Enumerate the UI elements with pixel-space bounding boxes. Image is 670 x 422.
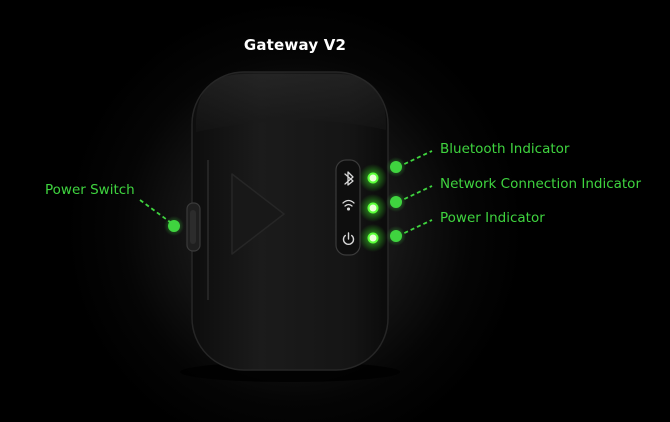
device-top-sheen — [196, 74, 386, 132]
led-bluetooth — [359, 164, 387, 192]
power-indicator-label: Power Indicator — [440, 210, 545, 226]
power-switch-knob — [190, 210, 196, 244]
power-switch-label: Power Switch — [45, 182, 135, 198]
callout-power-indicator — [386, 219, 433, 246]
led-power — [359, 224, 387, 252]
callout-network — [386, 185, 433, 212]
callout-power-switch — [139, 199, 184, 236]
network-indicator-label: Network Connection Indicator — [440, 176, 641, 192]
wifi-icon — [342, 199, 355, 211]
callout-bluetooth — [386, 150, 433, 177]
led-network — [359, 194, 387, 222]
bluetooth-indicator-label: Bluetooth Indicator — [440, 141, 570, 157]
device-title: Gateway V2 — [243, 36, 347, 54]
device-triangle-emboss — [231, 173, 285, 255]
bluetooth-icon — [344, 171, 354, 186]
power-icon — [342, 232, 355, 246]
